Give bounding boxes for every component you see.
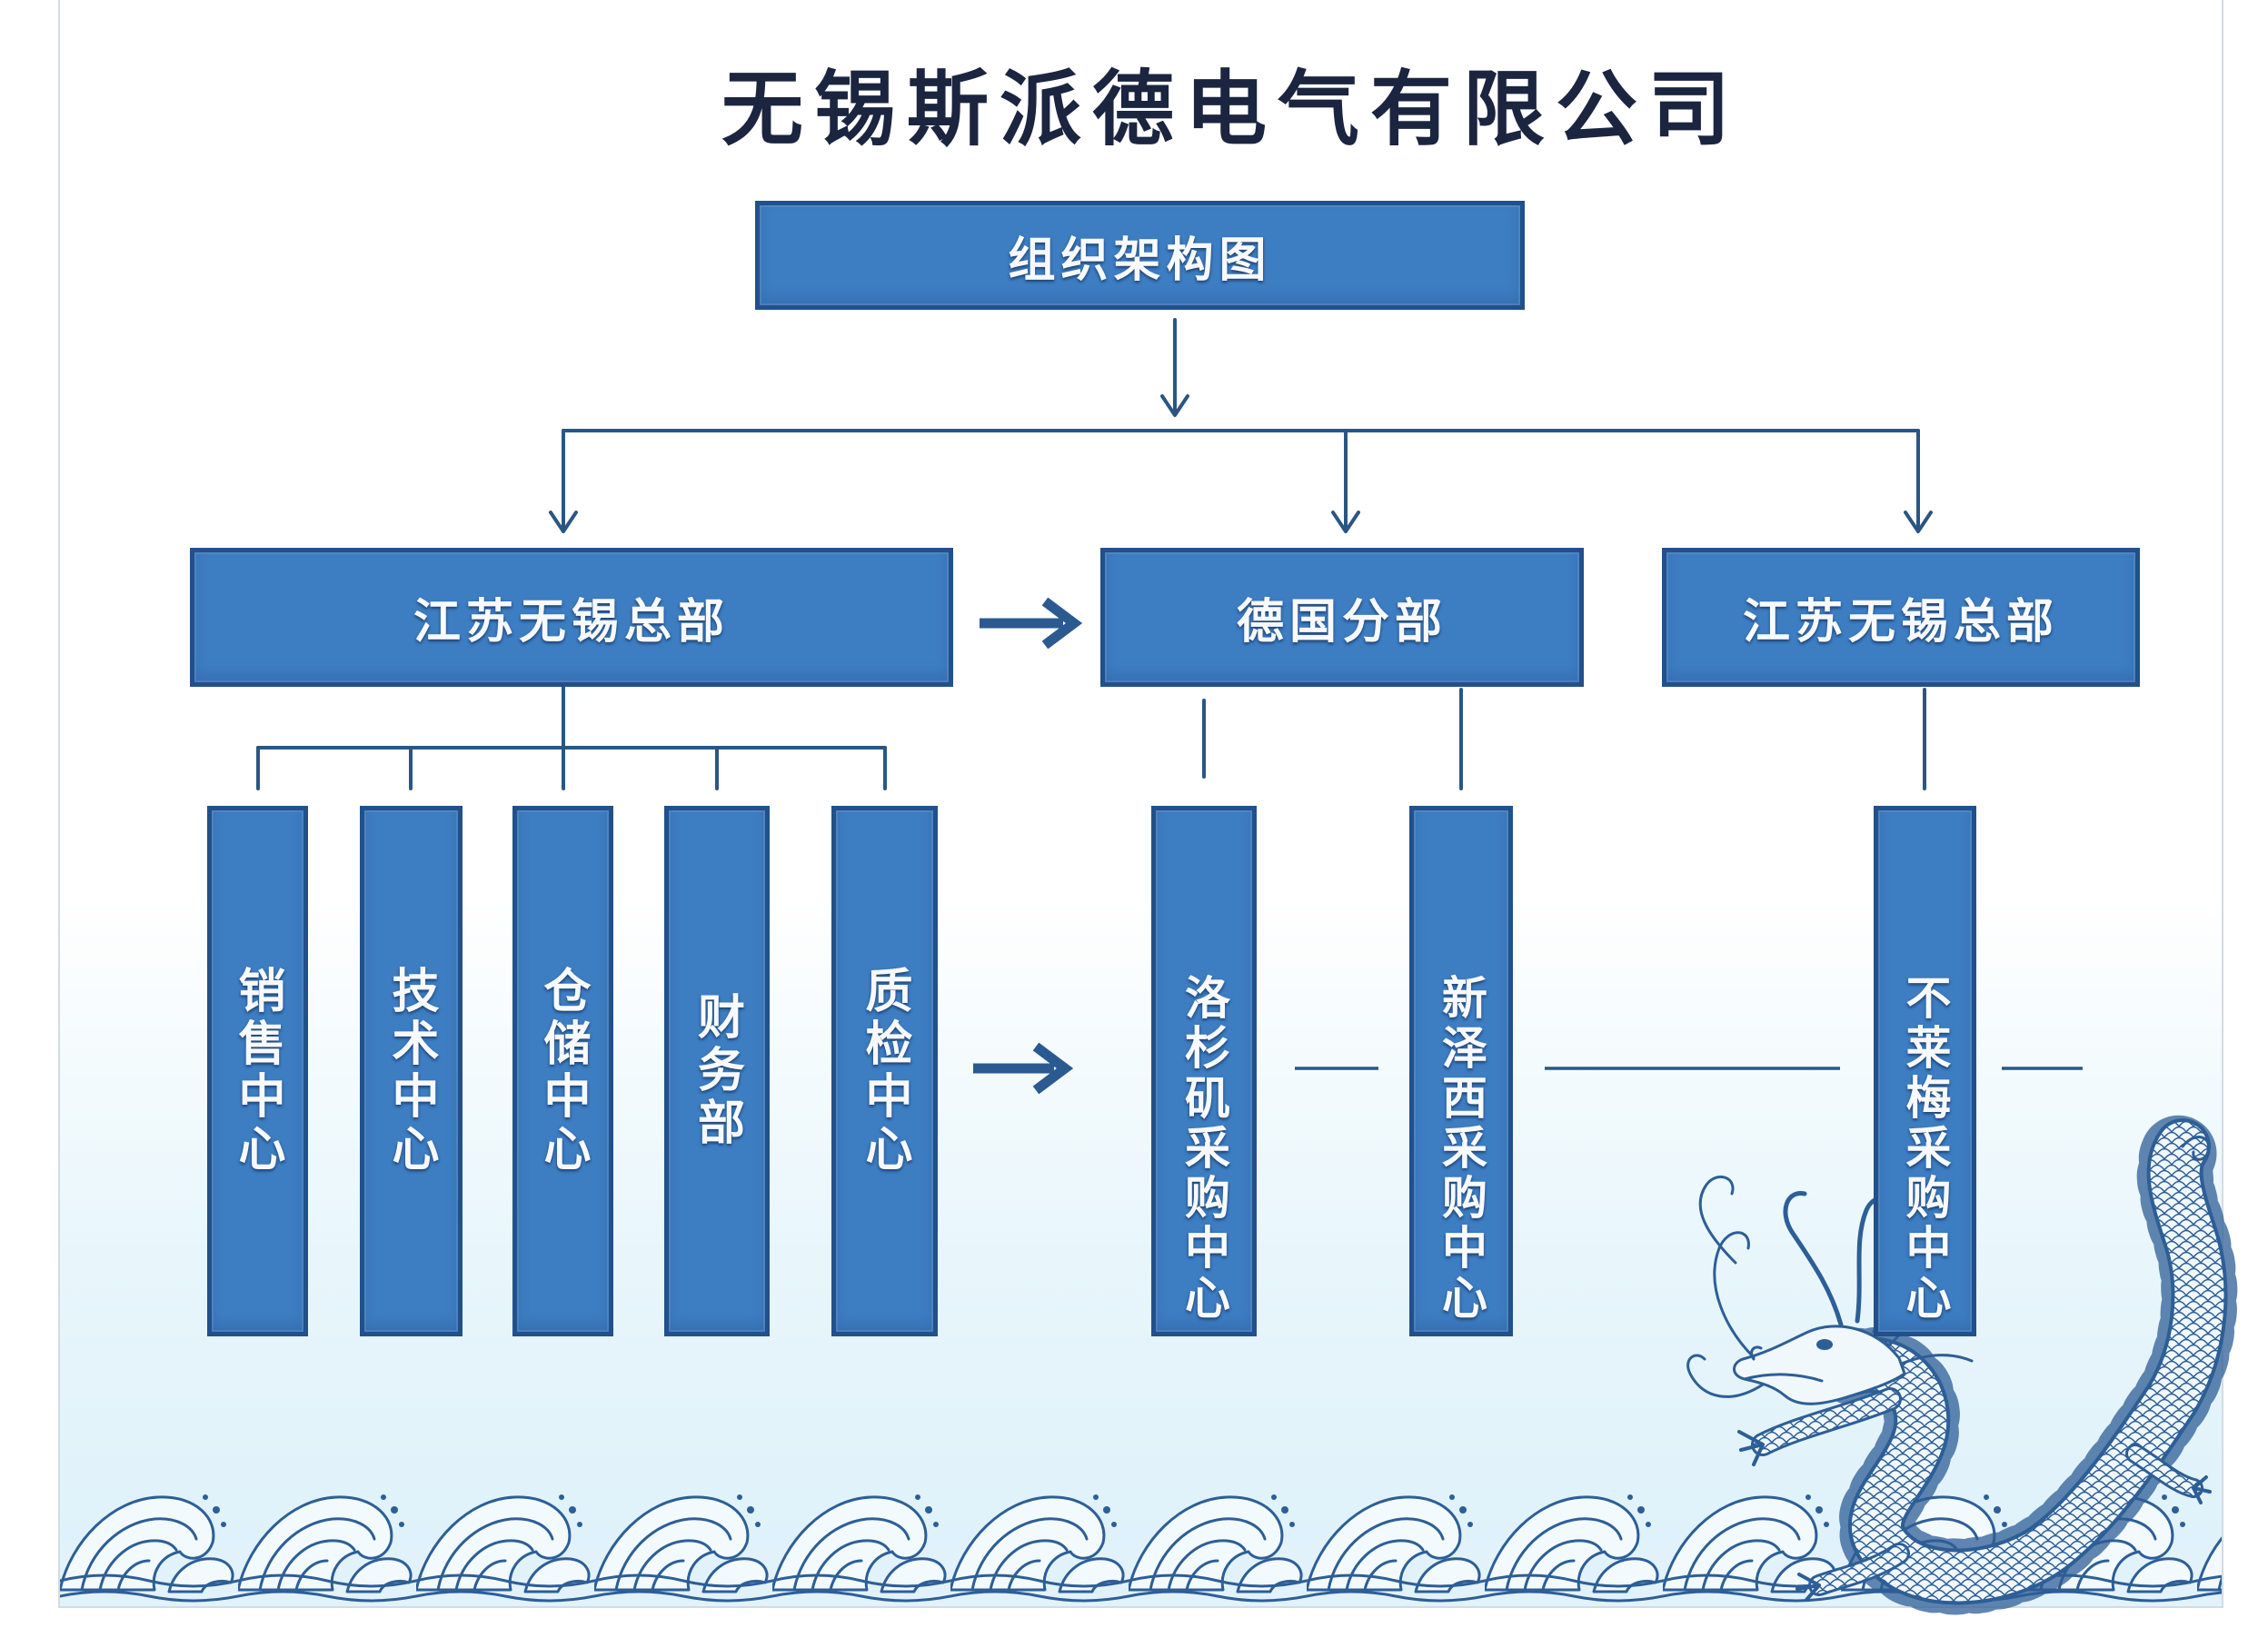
root-label: 组织架构图 [1008,232,1272,288]
branch-right-arrowhead [1041,597,1083,650]
dept-box-bremen-procurement: 不莱梅采购中心 [1874,806,1976,1336]
branch-label: 江苏无锡总部 [413,594,730,650]
root-box: 组织架构图 [755,201,1525,310]
dept-box-los-angeles-procurement: 洛杉矶采购中心 [1151,806,1257,1336]
dragon-illustration [1686,1108,2238,1615]
dept-label: 财务部 [689,992,745,1150]
branch-drop-arrowhead-1 [549,511,578,533]
branch-box-jiangsu-wuxi-right: 江苏无锡总部 [1662,548,2140,687]
dragon-legs [1737,1387,2212,1602]
page-title: 无锡斯派德电气有限公司 [721,61,1741,157]
dragon-head [1686,1175,1974,1405]
dept-box-warehouse: 仓储中心 [512,806,613,1336]
dept-label: 质检中心 [857,966,912,1176]
branch-label: 德国分部 [1236,594,1447,650]
dragon-body [1815,1108,2238,1615]
dept-label: 仓储中心 [535,966,591,1176]
dept-box-technology: 技术中心 [360,806,463,1336]
dept-label: 技术中心 [383,966,439,1176]
branch-box-germany: 德国分部 [1100,548,1584,687]
dept-label: 不莱梅采购中心 [1898,974,1953,1324]
root-down-arrowhead [1160,394,1189,417]
dept-box-quality: 质检中心 [831,806,938,1336]
dept-box-sales: 销售中心 [207,806,308,1336]
dept-label: 新泽西采购中心 [1435,974,1488,1324]
dept-label: 洛杉矶采购中心 [1178,974,1231,1324]
dept-box-new-jersey-procurement: 新泽西采购中心 [1409,806,1513,1336]
branch-label: 江苏无锡总部 [1742,594,2059,650]
branch-drop-arrowhead-2 [1331,511,1360,533]
child-right-arrowhead [1032,1042,1074,1095]
branch-box-jiangsu-wuxi-left: 江苏无锡总部 [190,548,953,687]
branch-drop-arrowhead-3 [1904,511,1933,533]
dept-label: 销售中心 [230,966,285,1176]
dept-box-finance: 财务部 [664,806,770,1336]
